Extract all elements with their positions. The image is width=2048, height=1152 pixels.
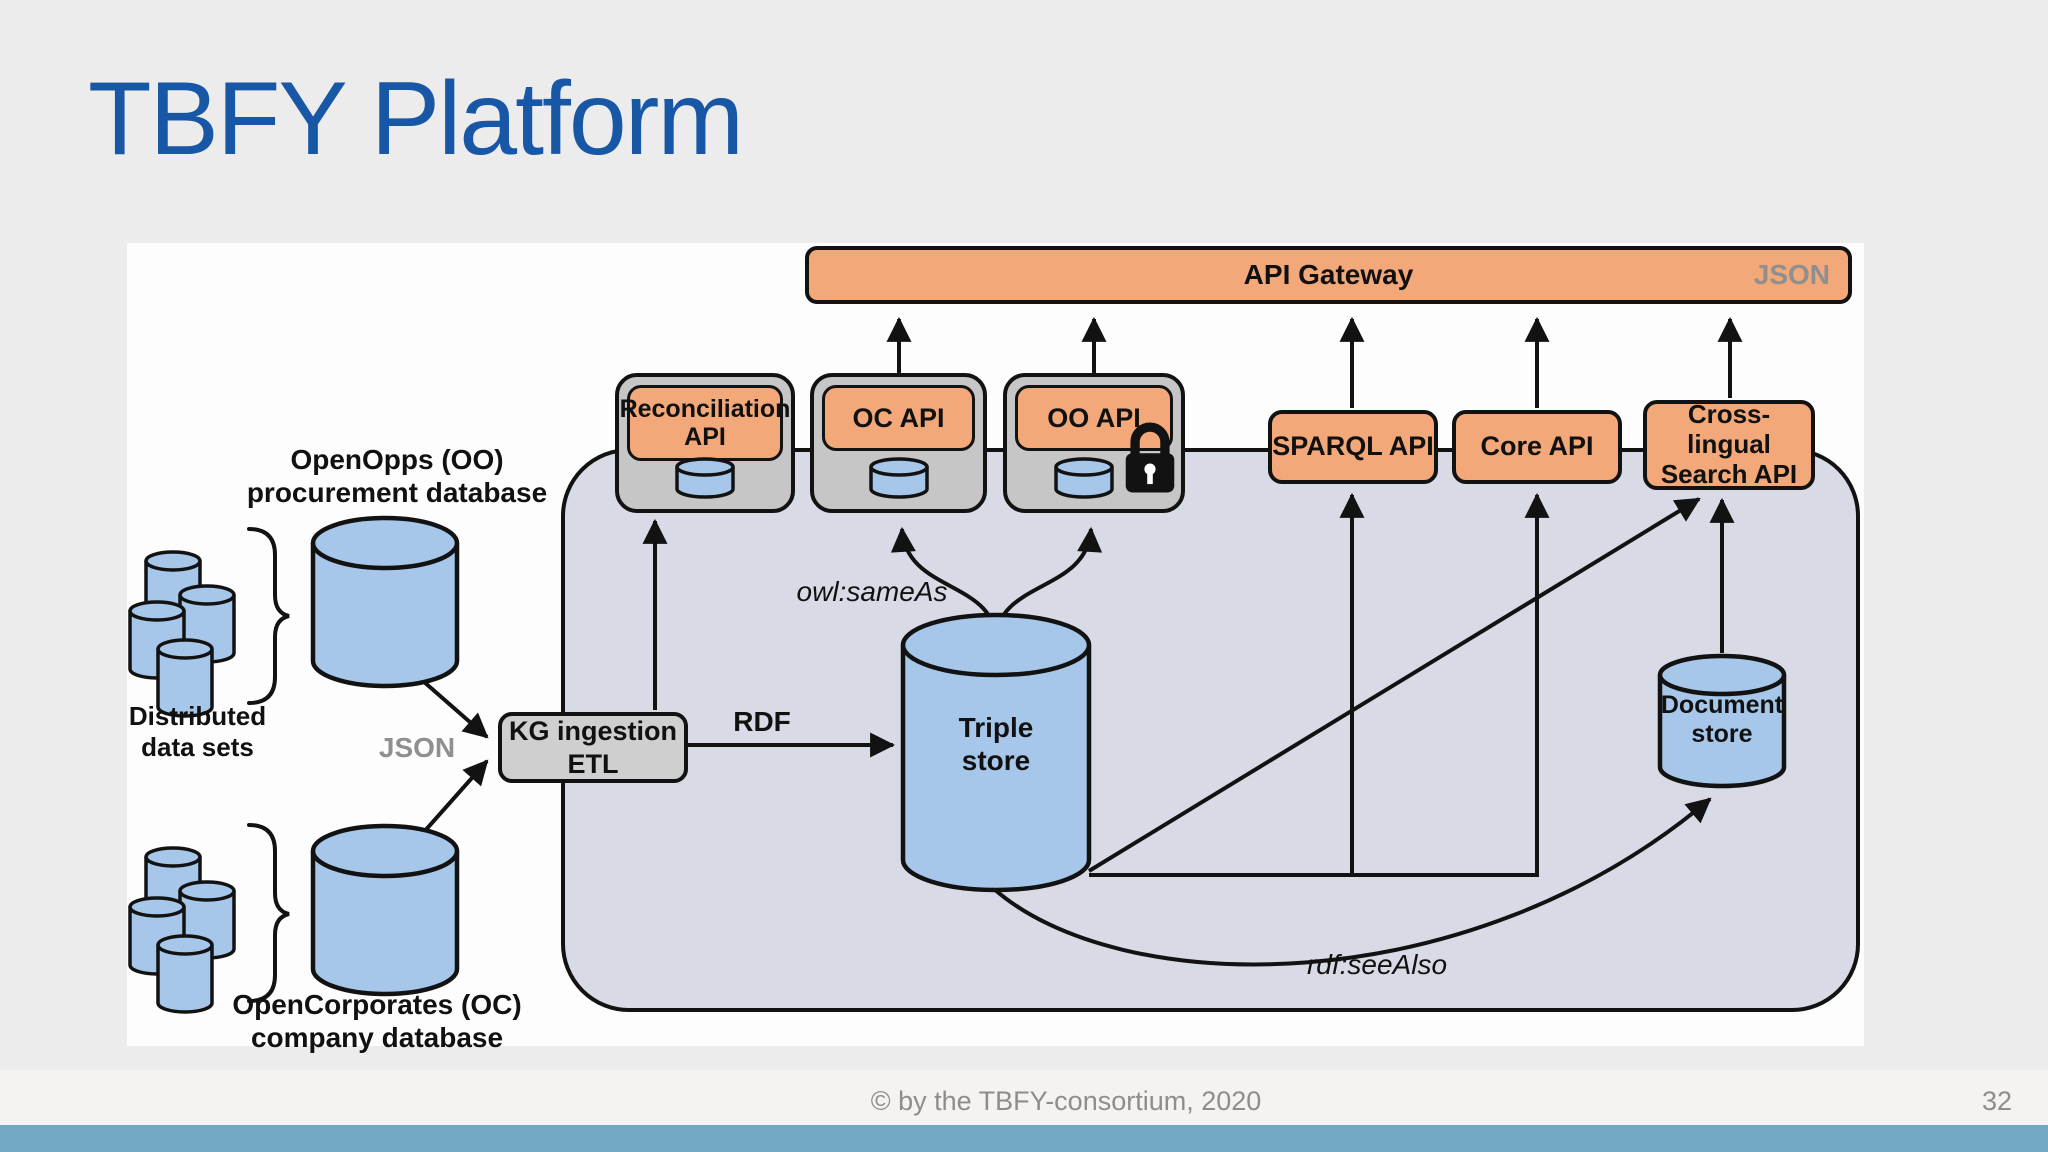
edge-triplestore-to-crosslingual (1087, 497, 1701, 873)
reconciliation-api-label: Reconciliation API (620, 385, 790, 461)
footer-copyright: © by the TBFY-consortium, 2020 (870, 1086, 1262, 1116)
oc-api-label: OC API (822, 385, 975, 451)
database-icon (1053, 457, 1114, 499)
distributed-datasets-cluster-lower-icon (128, 846, 236, 1014)
diagram-panel: API Gateway JSON Reconciliation API OC A… (127, 243, 1864, 1053)
diagram-canvas (128, 316, 1860, 1014)
reconciliation-api-box: Reconciliation API (615, 373, 795, 513)
sparql-api-box: SPARQL API (1268, 410, 1438, 484)
page-title: TBFY Platform (88, 61, 744, 177)
cross-lingual-search-api-box: Cross-lingual Search API (1643, 399, 1815, 490)
bottom-accent-bar (0, 1125, 2048, 1152)
kg-ingestion-etl-box: KG ingestion ETL (498, 712, 688, 783)
triple-store-label: Triple store (958, 712, 1034, 777)
brace-distributed-upper (247, 527, 290, 705)
document-store-cylinder (1657, 653, 1787, 789)
padlock-icon (1125, 422, 1175, 493)
edge-triplestore-to-core (1089, 492, 1550, 877)
edge-opencorporates-to-etl (421, 759, 489, 835)
oo-api-label: OO API (1015, 385, 1173, 451)
triple-store-cylinder (900, 612, 1092, 893)
brace-distributed-lower (247, 823, 290, 1003)
edge-triplestore-to-docstore-seealso (991, 797, 1712, 967)
openopps-database-cylinder (310, 515, 460, 689)
document-store-label: Document store (1660, 691, 1784, 748)
database-icon (868, 457, 929, 499)
rdf-edge-label: RDF (733, 706, 791, 737)
api-gateway-label: API Gateway (1243, 259, 1414, 290)
core-api-box: Core API (1452, 410, 1622, 484)
distributed-datasets-cluster-upper-icon (128, 550, 236, 718)
json-edge-label: JSON (378, 732, 456, 763)
api-gateway-box: API Gateway JSON (805, 246, 1852, 304)
opencorporates-database-cylinder (310, 823, 460, 997)
page-number: 32 (1981, 1086, 2012, 1116)
openopps-label: OpenOpps (OO) procurement database (246, 444, 548, 509)
database-icon (675, 457, 735, 499)
distributed-datasets-label: Distributed data sets (128, 701, 267, 762)
opencorporates-label: OpenCorporates (OC) company database (232, 989, 522, 1054)
rdf-seealso-label: rdf:seeAlso (1306, 949, 1448, 980)
oo-api-box: OO API (1003, 373, 1185, 513)
api-gateway-json-tag: JSON (1753, 259, 1830, 290)
oc-api-box: OC API (810, 373, 987, 513)
owl-sameas-label: owl:sameAs (796, 576, 948, 607)
footer-strip (0, 1070, 2048, 1125)
edge-openopps-to-etl (421, 679, 489, 739)
